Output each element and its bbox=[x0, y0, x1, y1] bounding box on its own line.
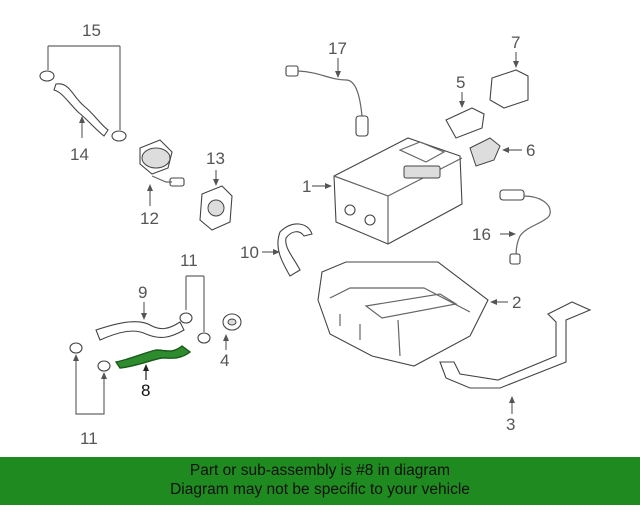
callout-2: 2 bbox=[512, 293, 521, 312]
part-4-grommet bbox=[222, 313, 242, 350]
callout-14: 14 bbox=[70, 145, 89, 164]
callout-17: 17 bbox=[328, 39, 347, 58]
part-7-cover bbox=[489, 52, 529, 109]
info-banner: Part or sub-assembly is #8 in diagram Di… bbox=[0, 457, 640, 505]
callout-4: 4 bbox=[220, 351, 229, 370]
callout-13: 13 bbox=[206, 149, 225, 168]
part-11-bottom-clamps bbox=[69, 342, 111, 415]
part-2-tray bbox=[317, 261, 508, 367]
callout-3: 3 bbox=[506, 415, 515, 434]
part-17-sensor bbox=[285, 58, 369, 137]
part-16-sensor bbox=[499, 189, 551, 265]
part-11-top-clamps bbox=[179, 275, 211, 344]
callout-5: 5 bbox=[456, 73, 465, 92]
banner-line-1: Part or sub-assembly is #8 in diagram bbox=[189, 462, 451, 479]
callout-6: 6 bbox=[526, 141, 535, 160]
part-14-hose bbox=[53, 83, 109, 138]
callout-15: 15 bbox=[82, 21, 101, 40]
part-12-valve bbox=[139, 139, 185, 206]
part-15-clamp-group bbox=[39, 45, 127, 142]
part-3-strap bbox=[439, 301, 592, 414]
parts-diagram: 15 14 12 13 17 7 5 6 1 16 10 11 9 2 4 8 … bbox=[39, 21, 592, 448]
callout-12: 12 bbox=[140, 209, 159, 228]
callout-8: 8 bbox=[141, 381, 150, 400]
callout-16: 16 bbox=[472, 225, 491, 244]
part-6-clip bbox=[469, 137, 522, 167]
part-1-canister bbox=[312, 137, 463, 245]
banner-line-2: Diagram may not be specific to your vehi… bbox=[170, 481, 470, 498]
callout-10: 10 bbox=[240, 243, 259, 262]
callout-11-top: 11 bbox=[180, 251, 198, 270]
part-13-bracket bbox=[199, 170, 233, 231]
callout-1: 1 bbox=[302, 177, 311, 196]
part-9-hose bbox=[95, 302, 185, 341]
callout-11-bottom: 11 bbox=[80, 429, 98, 448]
callout-9: 9 bbox=[138, 283, 147, 302]
callout-7: 7 bbox=[511, 33, 520, 52]
part-10-hose bbox=[262, 223, 313, 277]
part-5-valve bbox=[445, 92, 485, 139]
part-8-hose-highlighted bbox=[114, 345, 192, 380]
